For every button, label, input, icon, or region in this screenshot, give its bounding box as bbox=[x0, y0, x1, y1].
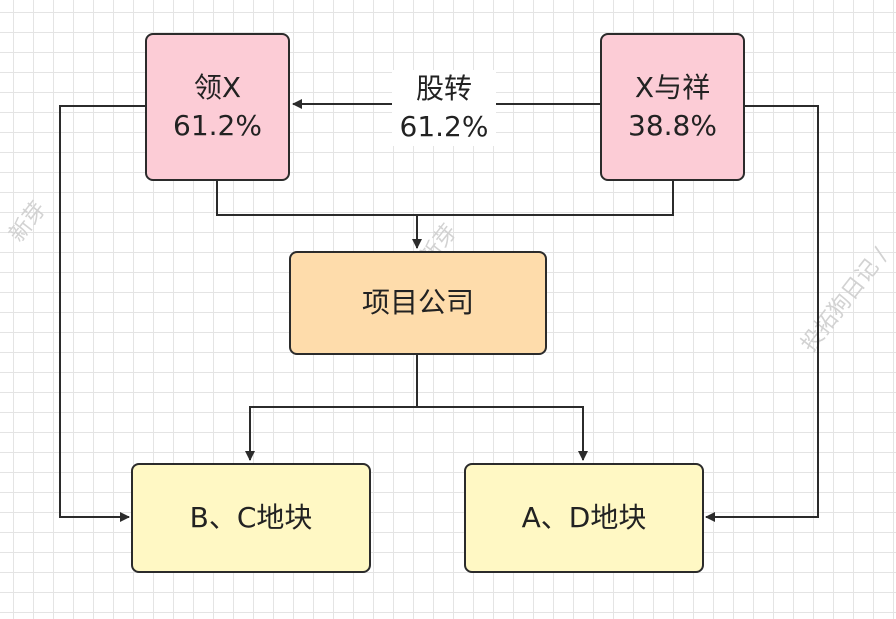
node-ad-plot-name: A、D地块 bbox=[521, 501, 647, 534]
node-ling-x-share: 61.2% bbox=[173, 109, 262, 142]
node-ling-x[interactable]: 领X 61.2% bbox=[145, 33, 290, 181]
node-project-company-name: 项目公司 bbox=[361, 286, 474, 319]
connector-lingx-down bbox=[216, 181, 674, 216]
connector-xyuxiang-to-ad bbox=[705, 105, 819, 522]
equity-transfer-text: 股转 bbox=[415, 72, 472, 105]
node-bc-plot-name: B、C地块 bbox=[189, 501, 313, 534]
node-x-yu-xiang-share: 38.8% bbox=[628, 109, 717, 142]
connector-project-to-ad bbox=[417, 406, 588, 461]
connector-project-branch bbox=[245, 354, 418, 461]
node-x-yu-xiang[interactable]: X与祥 38.8% bbox=[600, 33, 745, 181]
equity-transfer-share: 61.2% bbox=[399, 110, 489, 143]
connector-lingx-to-bc bbox=[59, 105, 146, 522]
equity-transfer-label: 股转 61.2% bbox=[392, 70, 496, 146]
node-x-yu-xiang-name: X与祥 bbox=[634, 71, 711, 104]
node-ling-x-name: 领X bbox=[193, 71, 242, 104]
node-bc-plot[interactable]: B、C地块 bbox=[131, 463, 371, 573]
node-project-company[interactable]: 项目公司 bbox=[289, 251, 547, 355]
node-ad-plot[interactable]: A、D地块 bbox=[464, 463, 704, 573]
